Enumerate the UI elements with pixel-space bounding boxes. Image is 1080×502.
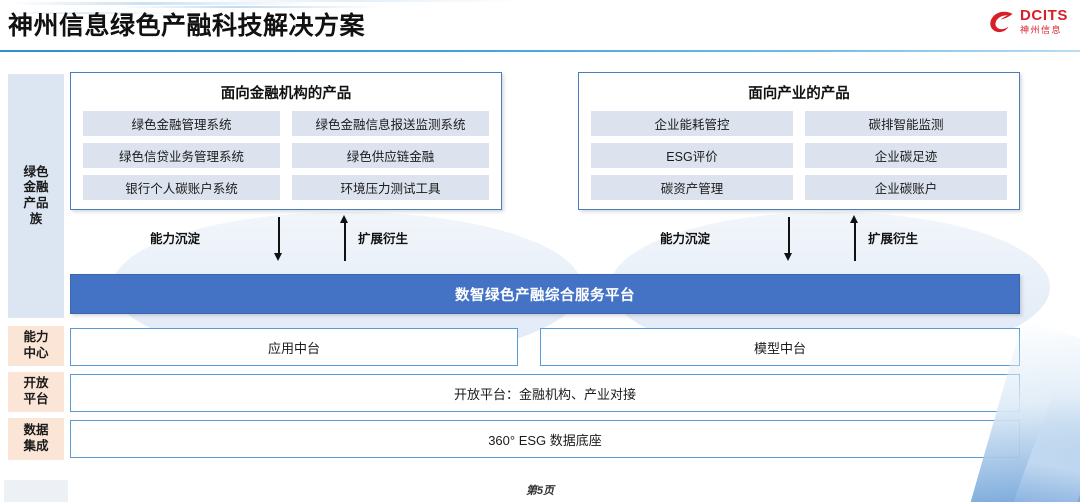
flow-derive-left: 扩展衍生: [358, 228, 408, 247]
flow-precipitate-left: 能力沉淀: [150, 228, 200, 247]
header-divider: [0, 50, 1080, 52]
sidebar-label-capability-center: 能力中心: [23, 330, 49, 360]
flow-derive-right: 扩展衍生: [868, 228, 918, 247]
flow-label-derive: 扩展衍生: [358, 232, 409, 246]
dcits-logo: DCITS 神州信息: [989, 8, 1068, 35]
flow-label-precipitate: 能力沉淀: [660, 232, 711, 246]
product-chip[interactable]: 银行个人碳账户系统: [83, 175, 280, 200]
platform-bar[interactable]: 数智绿色产融综合服务平台: [70, 274, 1020, 314]
box-open-platform[interactable]: 开放平台：金融机构、产业对接: [70, 374, 1020, 412]
corner-block-decoration: [4, 480, 68, 502]
sidebar-item-capability-center[interactable]: 能力中心: [8, 326, 64, 366]
product-chip[interactable]: 碳资产管理: [591, 175, 793, 200]
sidebar-item-green-finance-product-family[interactable]: 绿色金融产品族: [8, 74, 64, 318]
dcits-swirl-icon: [990, 11, 1013, 32]
arrow-down-icon-right: [782, 215, 796, 261]
product-chip[interactable]: 绿色金融管理系统: [83, 111, 280, 136]
page-title: 神州信息绿色产融科技解决方案: [8, 12, 366, 40]
sidebar-label-open-platform: 开放平台: [23, 376, 49, 406]
product-chip[interactable]: 企业碳足迹: [805, 143, 1007, 168]
sidebar-label-green-finance: 绿色金融产品族: [23, 164, 49, 226]
flow-label-derive: 扩展衍生: [868, 232, 919, 246]
box-data-foundation[interactable]: 360° ESG 数据底座: [70, 420, 1020, 458]
flow-label-precipitate: 能力沉淀: [150, 232, 201, 246]
box-app-middle-platform[interactable]: 应用中台: [70, 328, 518, 366]
sidebar-label-data-integration: 数据集成: [23, 423, 49, 453]
flow-precipitate-right: 能力沉淀: [660, 228, 710, 247]
arrow-down-icon-left: [272, 215, 286, 261]
logo-wordmark: DCITS 神州信息: [1020, 8, 1068, 35]
sidebar-item-data-integration[interactable]: 数据集成: [8, 418, 64, 460]
panel-financial-institution-products: 面向金融机构的产品 绿色金融管理系统 绿色金融信息报送监测系统 绿色信贷业务管理…: [70, 72, 502, 210]
product-chip[interactable]: 绿色供应链金融: [292, 143, 489, 168]
sidebar-item-open-platform[interactable]: 开放平台: [8, 372, 64, 412]
panel-title-industry: 面向产业的产品: [748, 86, 850, 102]
product-chip[interactable]: 企业碳账户: [805, 175, 1007, 200]
logo-text-en: DCITS: [1020, 7, 1068, 24]
panel-title-financial: 面向金融机构的产品: [220, 86, 352, 102]
page-number: 第5页: [525, 485, 555, 497]
product-chip[interactable]: 环境压力测试工具: [292, 175, 489, 200]
product-chip[interactable]: 绿色金融信息报送监测系统: [292, 111, 489, 136]
product-chip[interactable]: 企业能耗管控: [591, 111, 793, 136]
product-chip[interactable]: 碳排智能监测: [805, 111, 1007, 136]
chip-grid-financial: 绿色金融管理系统 绿色金融信息报送监测系统 绿色信贷业务管理系统 绿色供应链金融…: [71, 111, 501, 200]
slide-header: 神州信息绿色产融科技解决方案 DCITS 神州信息: [0, 0, 1080, 52]
arrow-up-icon-right: [848, 215, 862, 261]
chip-grid-industry: 企业能耗管控 碳排智能监测 ESG评价 企业碳足迹 碳资产管理 企业碳账户: [579, 111, 1019, 200]
panel-industry-products: 面向产业的产品 企业能耗管控 碳排智能监测 ESG评价 企业碳足迹 碳资产管理 …: [578, 72, 1020, 210]
product-chip[interactable]: ESG评价: [591, 143, 793, 168]
logo-text-cn: 神州信息: [1020, 25, 1063, 35]
product-chip[interactable]: 绿色信贷业务管理系统: [83, 143, 280, 168]
arrow-up-icon-left: [338, 215, 352, 261]
box-model-middle-platform[interactable]: 模型中台: [540, 328, 1020, 366]
